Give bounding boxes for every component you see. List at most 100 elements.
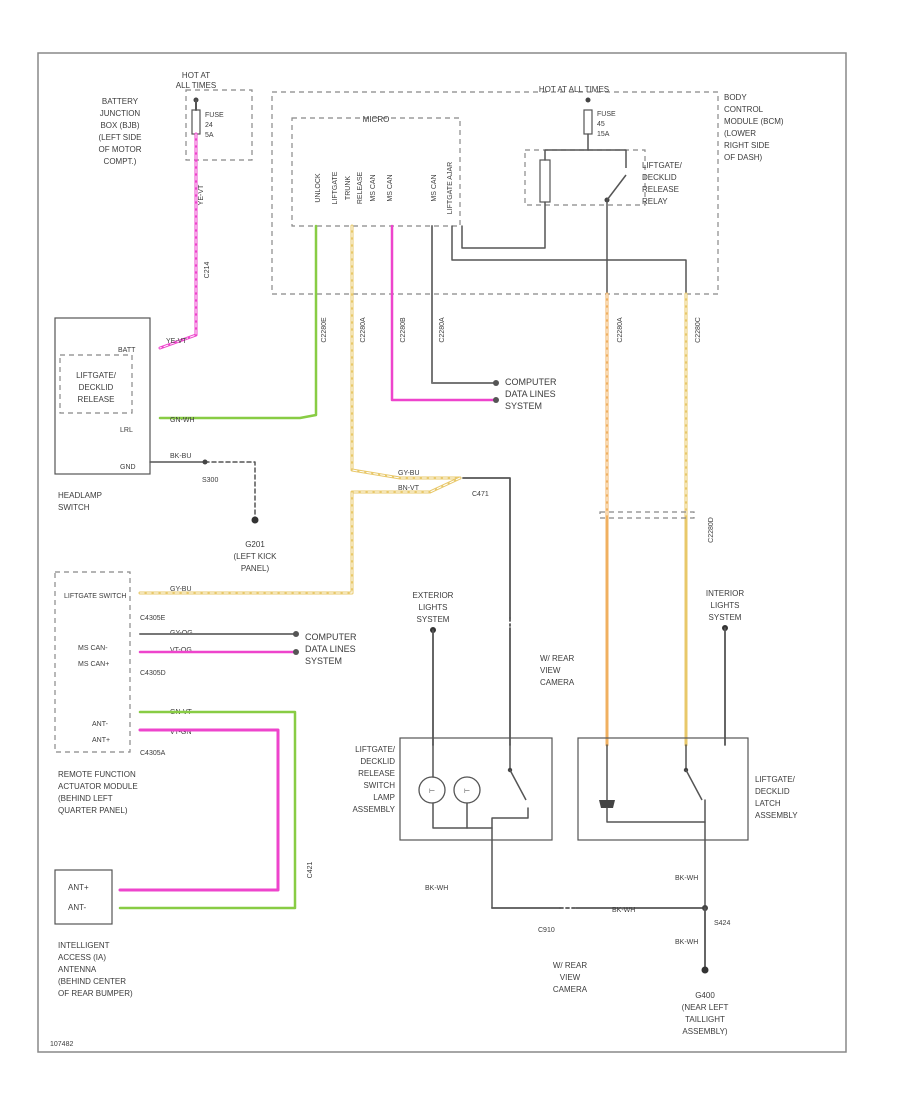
hs-wire-batt: YE-VT (166, 338, 187, 345)
antenna-box (54, 869, 113, 925)
bcm-pin-release: RELEASE (357, 172, 364, 205)
micro-label: MICRO (363, 115, 390, 124)
rfa-conn-3: C4305A (140, 750, 166, 757)
rfa-dashed-box (54, 571, 131, 753)
latch-arm-icon (685, 769, 703, 801)
rs-label-5: LAMP (373, 793, 395, 802)
micro-dashed-box (291, 117, 461, 227)
s424-label: S424 (714, 920, 730, 927)
batt-feed-wire: C214 YE-VT (158, 132, 211, 350)
c421-label: C421 (307, 862, 314, 879)
g201-label-1: G201 (245, 540, 265, 549)
ext-lights-3: SYSTEM (417, 615, 450, 624)
ant-pin-plus: ANT+ (68, 883, 89, 892)
bcm-conn-2: C2280A (360, 317, 367, 343)
ia-antenna: ANT+ ANT- INTELLIGENT ACCESS (IA) ANTENN… (54, 869, 133, 998)
lamp-icon (418, 776, 446, 804)
ant-name-3: ANTENNA (58, 965, 97, 974)
fuse-icon (583, 109, 593, 135)
rfa-pin-ant-plus: ANT+ (92, 737, 110, 744)
ground-icon (251, 516, 259, 524)
bcm-wires: COMPUTER DATA LINES SYSTEM (158, 224, 695, 747)
bcm-pin-mscan-3: MS CAN (431, 174, 438, 201)
c471-dashed (599, 511, 695, 519)
cdl-arrow-icon (493, 380, 499, 386)
latch-assembly: LIFTGATE/ DECKLID LATCH ASSEMBLY (577, 737, 798, 909)
c910-label: C910 (538, 927, 555, 934)
relay-dashed-box (524, 149, 646, 206)
rfa-name-3: (BEHIND LEFT (58, 794, 113, 803)
bjb-hot-line-2: ALL TIMES (176, 81, 216, 90)
bjb-hot-line-1: HOT AT (182, 71, 210, 80)
bjb-name-5: OF MOTOR (99, 145, 142, 154)
g400-label-1: G400 (695, 991, 715, 1000)
hs-wire-gnd: BK-BU (170, 453, 191, 460)
gnd-wire-3: BK-WH (675, 875, 698, 882)
rfa-conn-1: C4305E (140, 615, 166, 622)
camera-label-1: W/ REAR (540, 654, 574, 663)
camera2-label-3: CAMERA (553, 985, 588, 994)
bcm-conn-1: C2280E (321, 317, 328, 343)
ant-pin-minus: ANT- (68, 903, 87, 912)
ant-name-2: ACCESS (IA) (58, 953, 106, 962)
camera2-label-1: W/ REAR (553, 961, 587, 970)
bjb-fuse-number: 24 (205, 122, 213, 129)
g201-label-2: (LEFT KICK (234, 552, 278, 561)
relay-switch-arm (606, 174, 627, 201)
bjb-name-1: BATTERY (102, 97, 139, 106)
release-switch-assembly: ⊢ ⊢ LIFTGATE/ DECKLID RELEASE SWITCH LAM… (352, 737, 553, 909)
rs-label-6: ASSEMBLY (352, 805, 395, 814)
cdl2-label-1: COMPUTER (305, 632, 357, 642)
g400-label-4: ASSEMBLY) (682, 1027, 728, 1036)
bjb-name-6: COMPT.) (104, 157, 137, 166)
c471-label: C471 (472, 491, 489, 498)
g201-label-3: PANEL) (241, 564, 270, 573)
diagram-border (37, 52, 847, 1053)
headlamp-switch-box (54, 317, 151, 475)
gnd-wire-2: BK-WH (612, 907, 635, 914)
ground-splice-icon (202, 459, 208, 465)
cdl-arrow-icon (493, 397, 499, 403)
bcm-name-4: (LOWER (724, 129, 756, 138)
rfa-name-4: QUARTER PANEL) (58, 806, 128, 815)
headlamp-inner-box (59, 354, 133, 414)
rs-label-2: DECKLID (360, 757, 395, 766)
exterior-lights-group: EXTERIOR LIGHTS SYSTEM W/ REAR VIEW CAME… (413, 591, 575, 746)
bjb-wire-color: YE-VT (198, 184, 205, 205)
figure-id: 107482 (50, 1041, 73, 1048)
cdl-label-3: SYSTEM (505, 401, 542, 411)
hs-gnd: GND (120, 464, 136, 471)
hs-inner-1: LIFTGATE/ (76, 371, 117, 380)
camera-label-2: VIEW (540, 666, 561, 675)
rs-label-3: RELEASE (358, 769, 395, 778)
s300-label: S300 (202, 477, 218, 484)
cdl-label-1: COMPUTER (505, 377, 557, 387)
bcm-conn-7: C2280D (708, 517, 715, 543)
battery-junction-box: HOT AT ALL TIMES FUSE 24 5A BATTERY JUNC… (99, 71, 253, 166)
rfa-pin-mscan-plus: MS CAN+ (78, 661, 109, 668)
camera-label-3: CAMERA (540, 678, 575, 687)
latch-label-2: DECKLID (755, 787, 790, 796)
rfa-wire-vtog: VT-OG (170, 647, 192, 654)
int-lights-1: INTERIOR (706, 589, 744, 598)
bcm-module: MICRO HOT AT ALL TIMES FUSE 45 15A BODY … (271, 85, 784, 295)
ant-name-5: OF REAR BUMPER) (58, 989, 133, 998)
bjb-name-3: BOX (BJB) (100, 121, 139, 130)
cdl-arrow-icon (293, 631, 299, 637)
bcm-pin-liftgate-ajar: LIFTGATE AJAR (447, 162, 454, 214)
ext-lights-1: EXTERIOR (413, 591, 454, 600)
bjb-fuse-rating: 5A (205, 132, 214, 139)
bcm-name-3: MODULE (BCM) (724, 117, 784, 126)
bcm-name-1: BODY (724, 93, 747, 102)
bjb-dashed-box (185, 89, 253, 161)
relay-label-2: DECKLID (642, 173, 677, 182)
bcm-name-2: CONTROL (724, 105, 764, 114)
rs-label-1: LIFTGATE/ (355, 745, 396, 754)
bcm-pin-trunk: TRUNK (345, 176, 352, 200)
bcm-fuse-rating: 15A (597, 131, 610, 138)
hs-name-1: HEADLAMP (58, 491, 102, 500)
rfa-wire-gybu: GY-BU (170, 586, 192, 593)
relay-label-4: RELAY (642, 197, 668, 206)
ant-name-4: (BEHIND CENTER (58, 977, 126, 986)
release-switch-box (399, 737, 553, 841)
